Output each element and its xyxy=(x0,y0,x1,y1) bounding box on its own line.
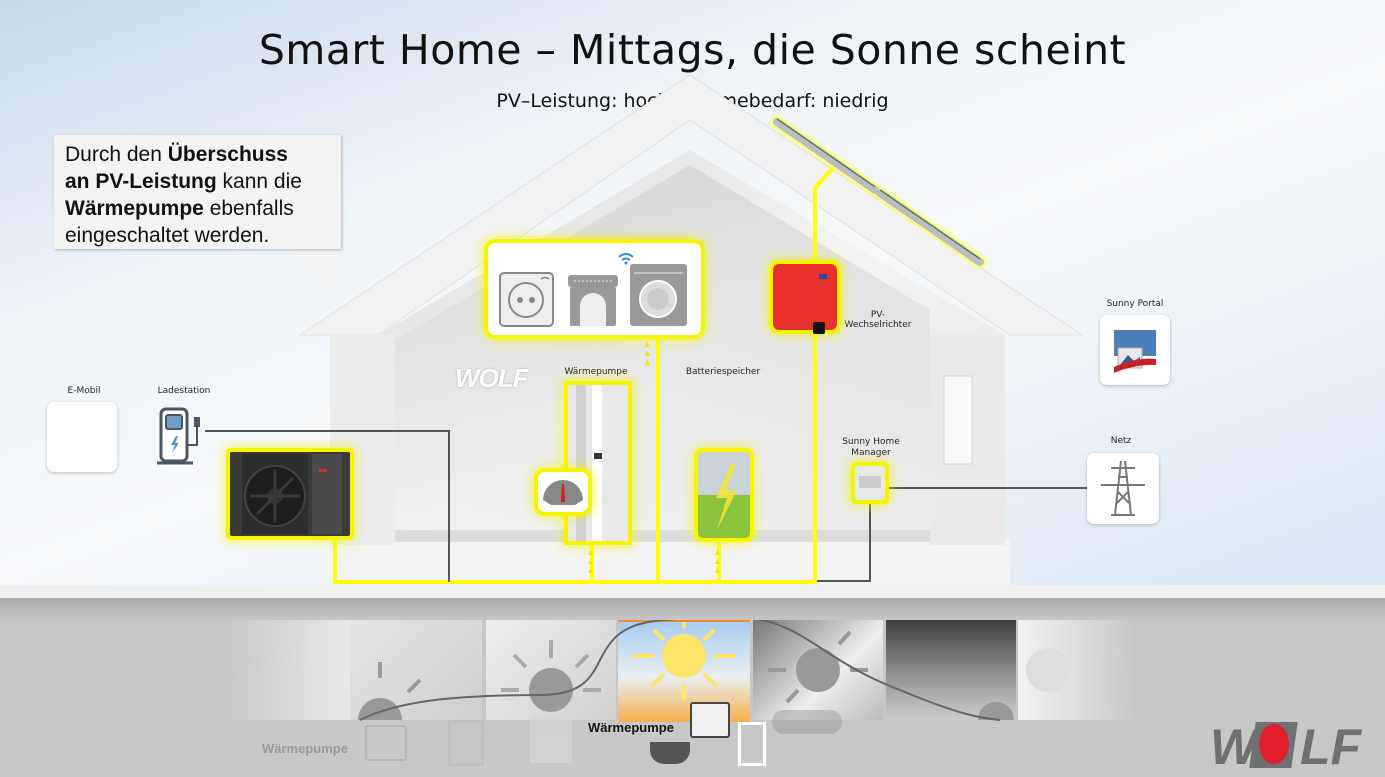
washer-faded-icon xyxy=(530,715,572,763)
timeline-tile-6[interactable] xyxy=(1018,620,1138,720)
energy-wire-panel-link xyxy=(813,160,840,198)
page-title: Smart Home – Mittags, die Sonne scheint xyxy=(258,26,1127,74)
heatpump-small-icon xyxy=(365,725,407,761)
svg-text:LF: LF xyxy=(1300,720,1363,770)
label-e-mobil: E-Mobil xyxy=(67,386,101,396)
pv-inverter[interactable] xyxy=(773,264,837,334)
pv-curve xyxy=(359,620,1001,721)
label-batteriespeicher: Batteriespeicher xyxy=(685,367,761,377)
charging-station-icon[interactable] xyxy=(155,405,213,469)
car-faded-icon xyxy=(772,710,842,734)
lightning-icon xyxy=(716,464,737,530)
pot-icon xyxy=(650,742,690,764)
info-callout: Durch den Überschuss an PV-Leistung kann… xyxy=(54,135,341,249)
energy-wire-indoor-unit xyxy=(590,540,594,582)
timeline-tile-4[interactable] xyxy=(753,620,883,720)
grid-wire-bus xyxy=(817,580,871,582)
energy-wire-heatpump xyxy=(333,535,337,583)
energy-wire-appliances xyxy=(656,330,660,582)
grid-wire-ladestation-down xyxy=(448,430,450,582)
battery-charge-fill xyxy=(698,495,750,538)
sunny-home-manager-device[interactable] xyxy=(855,466,885,500)
label-ladestation: Ladestation xyxy=(157,386,211,396)
timeline-tile-0[interactable] xyxy=(220,620,350,720)
appliance-icons xyxy=(499,253,687,327)
grid-wire-netz xyxy=(888,487,1088,489)
oven-icon xyxy=(568,275,618,326)
battery-active-icon xyxy=(738,722,766,766)
house-illustration xyxy=(0,74,1385,599)
smart-plug-icon xyxy=(499,272,554,327)
wifi-icon xyxy=(618,253,634,265)
portal-app-icon xyxy=(1114,330,1156,373)
gauge-icon xyxy=(538,472,588,512)
energy-wire-battery xyxy=(717,540,721,582)
sunny-portal-card[interactable] xyxy=(1100,315,1170,385)
washing-machine-icon xyxy=(630,264,687,326)
smart-appliances-panel[interactable] xyxy=(488,243,701,335)
label-netz: Netz xyxy=(1110,436,1132,446)
battery-faded-icon xyxy=(448,720,484,766)
flow-arrows-heatpump: ▲▲▲ xyxy=(586,547,595,575)
label-pv-wechselrichter: PV-Wechselrichter xyxy=(844,310,912,330)
callout-pointer xyxy=(290,249,340,297)
energy-bus xyxy=(333,580,817,584)
battery-storage[interactable] xyxy=(698,452,750,538)
grid-wire-manager xyxy=(869,500,871,582)
label-sunny-home-manager: Sunny Home Manager xyxy=(842,437,900,458)
timeline-caption-left: Wärmepumpe xyxy=(262,741,348,756)
timeline-caption-active: Wärmepumpe xyxy=(588,720,674,735)
label-waermepumpe: Wärmepumpe xyxy=(564,367,628,377)
sun-morning-icon xyxy=(501,640,601,712)
netz-card[interactable] xyxy=(1087,453,1159,524)
outdoor-heat-pump[interactable] xyxy=(230,452,350,536)
fan-icon xyxy=(242,454,342,534)
flow-arrows-appliances: ▲▲▲ xyxy=(643,339,652,367)
power-pylon-icon xyxy=(1101,460,1145,516)
e-mobil-card[interactable] xyxy=(47,402,117,472)
flow-arrows-battery: ▲▲▲ xyxy=(713,547,722,575)
heatpump-active-icon xyxy=(690,702,730,738)
label-sunny-portal: Sunny Portal xyxy=(1106,299,1164,309)
energy-wire-inverter xyxy=(813,190,817,582)
sun-noon-icon xyxy=(632,622,736,700)
solar-panel[interactable] xyxy=(765,110,995,270)
wolf-brand-logo: W LF xyxy=(1210,719,1380,775)
grid-wire-ladestation xyxy=(205,430,450,432)
sun-afternoon-icon xyxy=(768,630,868,704)
moon-icon xyxy=(1026,648,1070,692)
house-wolf-logo: WOLF xyxy=(455,363,529,393)
indoor-heat-pump[interactable] xyxy=(568,385,628,541)
